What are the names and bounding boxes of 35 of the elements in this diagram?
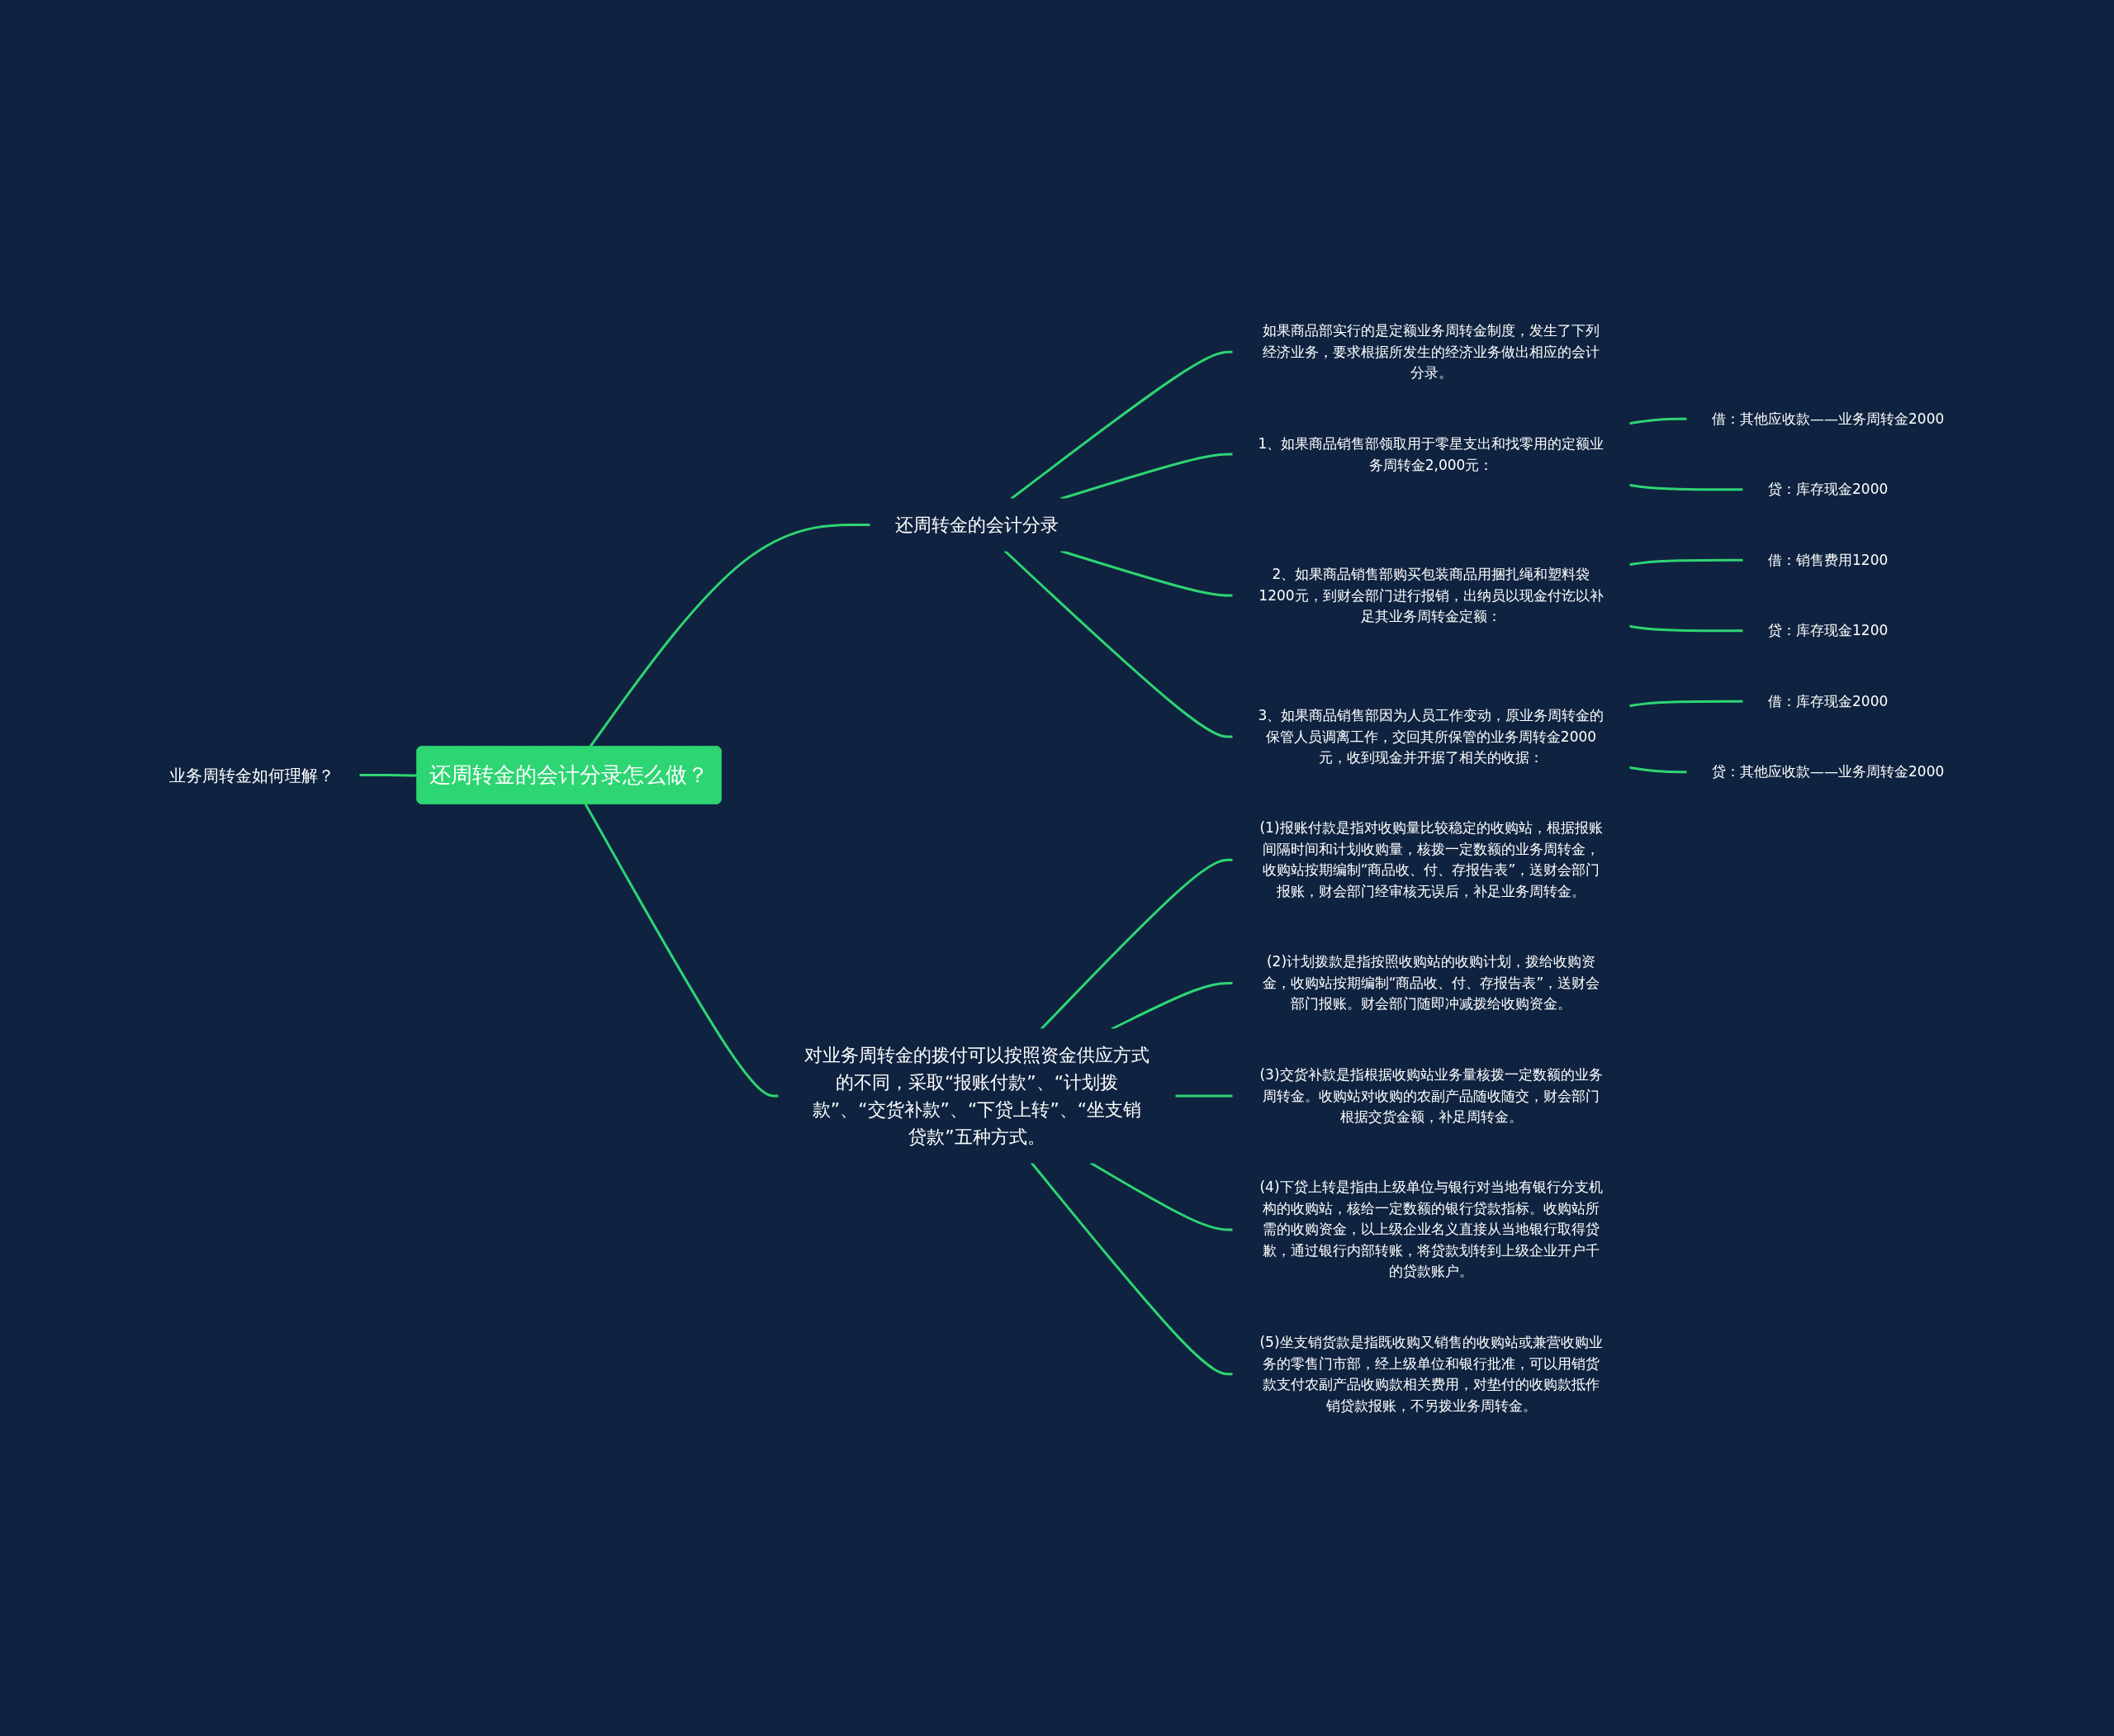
connector [1060, 549, 1234, 597]
node-text: 借：其他应收款——业务周转金2000 [1712, 410, 1945, 427]
connector [1629, 700, 1744, 707]
node-text: (2)计划拨款是指按照收购站的收购计划，拨给收购资金，收购站按期编制“商品收、付、存报告表”，送财会部门报账。财会部门随即冲减拨给收购资金。 [1263, 952, 1600, 1012]
node-text: (3)交货补款是指根据收购站业务量核拨一定数额的业务周转金。收购站对收购的农副产品随收随交，财会部门根据交货金额，补足周转金。 [1259, 1065, 1603, 1125]
connector [1629, 417, 1688, 425]
connector [1629, 766, 1688, 773]
connector [1629, 483, 1744, 491]
connector [1629, 624, 1744, 632]
node-text: 1、如果商品销售部领取用于零星支出和找零用的定额业务周转金2,000元： [1258, 434, 1604, 472]
node-text: 对业务周转金的拨付可以按照资金供应方式的不同，采取“报账付款”、“计划拨款”、“交货补款”、“下贷上转”、“坐支销贷款”五种方式。 [804, 1044, 1150, 1147]
node-text: 如果商品部实行的是定额业务周转金制度，发生了下列经济业务，要求根据所发生的经济业务做出相应的会计分录。 [1263, 321, 1600, 381]
connector [359, 773, 418, 777]
node-text: 业务周转金如何理解？ [169, 765, 335, 785]
connector [1010, 350, 1234, 500]
connector [1629, 558, 1744, 566]
connector [589, 523, 871, 747]
node-text: 借：库存现金2000 [1768, 692, 1889, 709]
node-text: 还周转金的会计分录 [895, 514, 1059, 535]
node-text: (4)下贷上转是指由上级单位与银行对当地有银行分支机构的收购站，核给一定数额的银行贷款指标。收购站所需的收购资金，以上级企业名义直接从当地银行取得贷歉，通过银行内部转账，将贷款划转到上级企业开户千的贷款账户。 [1259, 1178, 1603, 1279]
node-text: 贷：库存现金2000 [1768, 480, 1889, 497]
connector [1090, 1161, 1234, 1231]
node-text: 贷：其他应收款——业务周转金2000 [1712, 762, 1945, 780]
connector [1175, 1094, 1234, 1098]
connector [585, 803, 780, 1098]
node-text: (1)报账付款是指对收购量比较稳定的收购站，根据报账间隔时间和计划收购量，核拨一定数额的业务周转金，收购站按期编制“商品收、付、存报告表”，送财会部门报账，财会部门经审核无误后，补足业务周转金。 [1259, 818, 1603, 899]
connector [1004, 549, 1234, 738]
node-text: (5)坐支销货款是指既收购又销售的收购站或兼营收购业务的零售门市部，经上级单位和银行批准，可以用销货款支付农副产品收购款相关费用，对垫付的收购款抵作销贷款报账，不另拨业务周转金。 [1259, 1333, 1603, 1413]
node-text: 2、如果商品销售部购买包装商品用捆扎绳和塑料袋1200元，到财会部门进行报销，出纳员以现金付讫以补足其业务周转金定额： [1258, 565, 1604, 624]
connector [1111, 981, 1234, 1030]
node-text: 借：销售费用1200 [1768, 551, 1889, 568]
connector [1040, 858, 1234, 1030]
connector [1031, 1161, 1234, 1375]
node-text: 贷：库存现金1200 [1768, 621, 1889, 638]
node-text: 3、如果商品销售部因为人员工作变动，原业务周转金的保管人员调离工作，交回其所保管的业务周转金2000元，收到现金并开据了相关的收据： [1258, 706, 1604, 766]
